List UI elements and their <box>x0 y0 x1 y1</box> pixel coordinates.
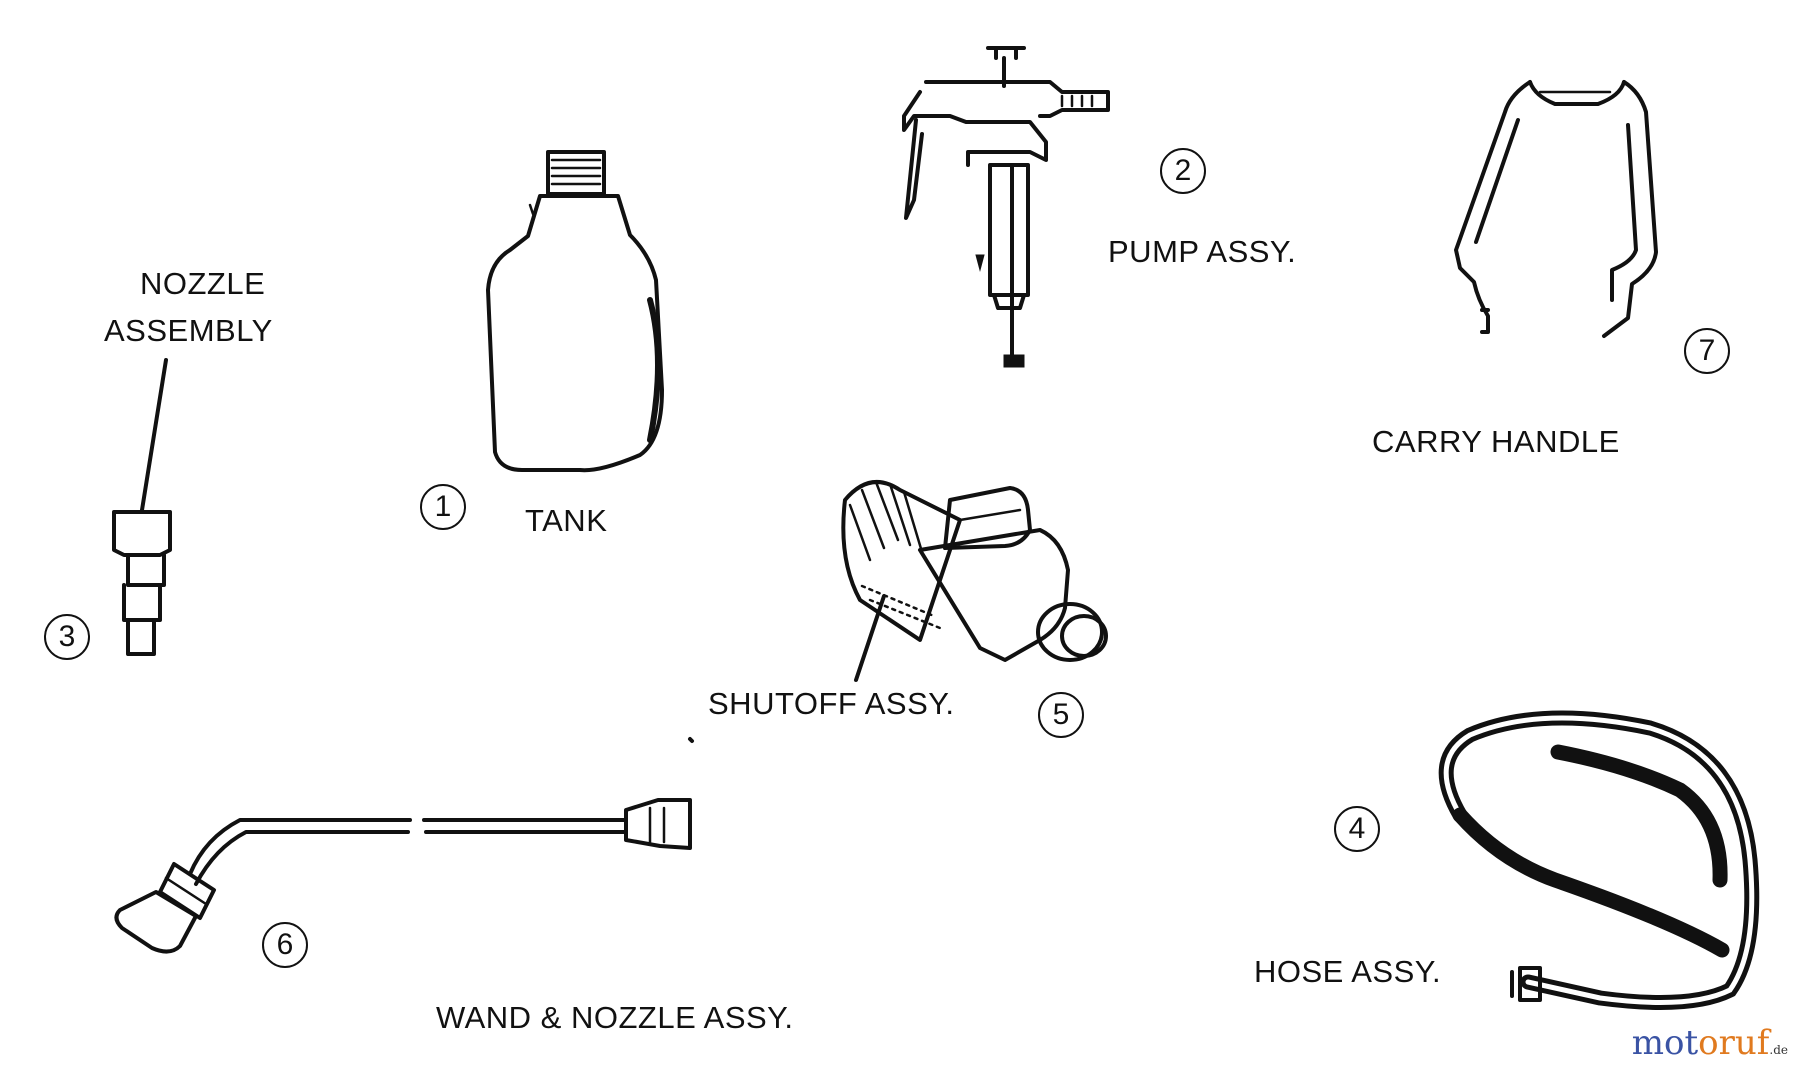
nozzle-assembly-label-line1: NOZZLE <box>140 266 266 301</box>
wand-drawing <box>114 737 694 954</box>
carry-handle-label: CARRY HANDLE <box>1372 424 1620 459</box>
nozzle-assembly-label-line2: ASSEMBLY <box>104 313 273 348</box>
motoruf-watermark-logo: motoruf.de <box>1631 1023 1788 1063</box>
callout-1: 1 <box>420 484 466 530</box>
wand-label: WAND & NOZZLE ASSY. <box>436 1000 794 1035</box>
hose-label: HOSE ASSY. <box>1254 954 1442 989</box>
tank-label: TANK <box>525 503 608 538</box>
nozzle-assembly-drawing <box>112 358 172 656</box>
hose-drawing <box>1438 710 1760 1010</box>
callout-3: 3 <box>44 614 90 660</box>
callout-7: 7 <box>1684 328 1730 374</box>
callout-5: 5 <box>1038 692 1084 738</box>
callout-4: 4 <box>1334 806 1380 852</box>
pump-drawing <box>902 46 1110 368</box>
shutoff-drawing <box>841 480 1108 682</box>
callout-6: 6 <box>262 922 308 968</box>
shutoff-label: SHUTOFF ASSY. <box>708 686 955 721</box>
carry-handle-drawing <box>1454 80 1658 338</box>
pump-label: PUMP ASSY. <box>1108 234 1297 269</box>
tank-drawing <box>486 150 664 473</box>
callout-2: 2 <box>1160 148 1206 194</box>
